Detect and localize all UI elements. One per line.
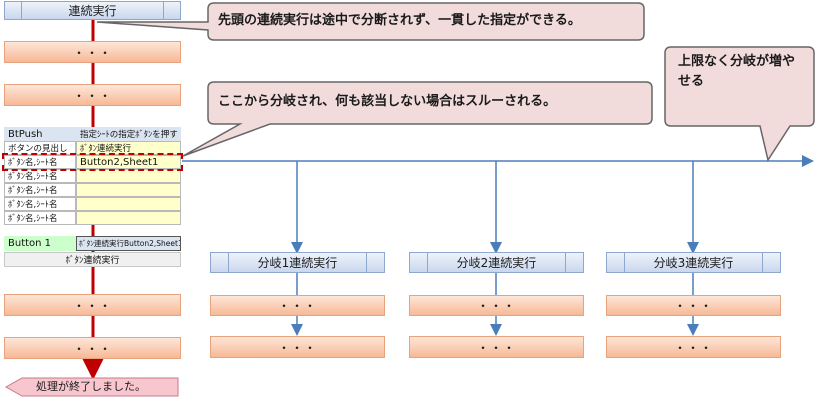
main-step-3-label: ・・・: [72, 298, 112, 313]
callout-2-text: ここから分岐され、何も該当しない場合はスルーされる。: [218, 94, 557, 109]
main-step-4: ・・・: [4, 337, 181, 359]
branch-1-title-box: 分岐1連続実行: [210, 252, 385, 273]
callout-3-text: 上限なく分岐が増やせる: [678, 54, 796, 89]
end-shape: [4, 377, 179, 397]
highlight-box: [2, 153, 183, 171]
main-step-2: ・・・: [4, 84, 181, 106]
button-1-label: ﾎﾞﾀﾝ連続実行: [65, 256, 120, 266]
branch-3-step-2: ・・・: [606, 336, 781, 358]
callout-1-shape: [96, 2, 645, 41]
main-step-2-label: ・・・: [72, 88, 112, 103]
sheet-row-3-key: ﾎﾞﾀﾝ名,ｼｰﾄ名: [4, 169, 76, 183]
button-name-cell: Button 1: [4, 236, 76, 251]
callout-2-shape: [182, 81, 653, 157]
branch-3-step-2-label: ・・・: [673, 340, 713, 355]
main-flow-title-box: 連続実行: [4, 1, 181, 20]
branch-2-title: 分岐2連続実行: [456, 256, 537, 270]
branch-3-title-box: 分岐3連続実行: [606, 252, 781, 273]
button-value-cell: ﾎﾞﾀﾝ連続実行Button2,Sheet1: [76, 236, 181, 251]
sheet-row-2-key: ﾎﾞﾀﾝ名,ｼｰﾄ名: [4, 155, 76, 169]
sheet-row-5-value[interactable]: [76, 197, 181, 211]
main-step-3: ・・・: [4, 294, 181, 316]
sheet-row-4-key: ﾎﾞﾀﾝ名,ｼｰﾄ名: [4, 183, 76, 197]
branch-1-step-2: ・・・: [210, 336, 385, 358]
branch-3-title: 分岐3連続実行: [653, 256, 734, 270]
sheet-row-6-value[interactable]: [76, 211, 181, 225]
branch-2-step-1: ・・・: [409, 295, 584, 316]
branch-2-title-box: 分岐2連続実行: [409, 252, 584, 273]
sheet-row-2-value[interactable]: Button2,Sheet1: [76, 155, 181, 169]
branch-1-step-1-label: ・・・: [277, 299, 317, 313]
sheet-row-6-key: ﾎﾞﾀﾝ名,ｼｰﾄ名: [4, 211, 76, 225]
callout-1-text: 先頭の連続実行は途中で分断されず、一貫した指定ができる。: [218, 13, 581, 28]
main-flow-title: 連続実行: [68, 4, 117, 18]
sheet-header-key: BtPush: [4, 127, 76, 141]
branch-3-step-1: ・・・: [606, 295, 781, 316]
branch-2-step-1-label: ・・・: [476, 299, 516, 313]
branch-3-step-1-label: ・・・: [673, 299, 713, 313]
branch-1-step-1: ・・・: [210, 295, 385, 316]
branch-1-step-2-label: ・・・: [277, 340, 317, 355]
main-step-1: ・・・: [4, 41, 181, 63]
branch-2-step-2: ・・・: [409, 336, 584, 358]
callout-3-shape: [664, 46, 815, 162]
button-1[interactable]: ﾎﾞﾀﾝ連続実行: [4, 252, 181, 267]
branch-2-step-2-label: ・・・: [476, 340, 516, 355]
sheet-row-4-value[interactable]: [76, 183, 181, 197]
branch-1-title: 分岐1連続実行: [257, 256, 338, 270]
end-label: 処理が終了しました。: [36, 380, 146, 393]
main-step-4-label: ・・・: [72, 341, 112, 356]
sheet-header-value: 指定ｼｰﾄの指定ﾎﾞﾀﾝを押す: [76, 127, 181, 141]
sheet-row-5-key: ﾎﾞﾀﾝ名,ｼｰﾄ名: [4, 197, 76, 211]
main-step-1-label: ・・・: [72, 45, 112, 60]
sheet-row-3-value[interactable]: [76, 169, 181, 183]
